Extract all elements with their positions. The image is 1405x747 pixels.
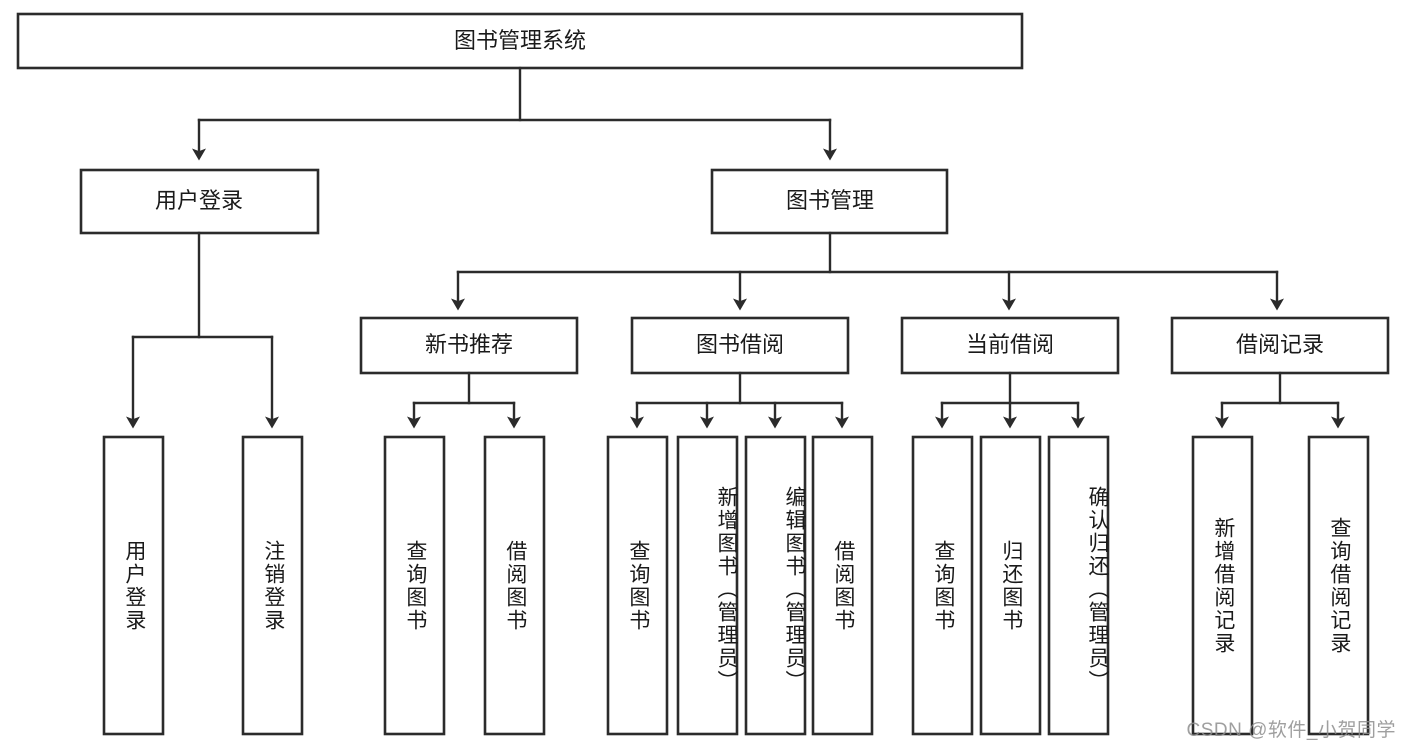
connector-new-book-recommend-to-leaves xyxy=(407,371,521,429)
node-current-borrow[interactable]: 当前借阅 xyxy=(900,316,1120,375)
node-user-login[interactable]: 用户登录 xyxy=(79,168,320,235)
leaf-query-book-1-box[interactable] xyxy=(383,435,446,736)
new-book-recommend-box[interactable] xyxy=(359,316,579,375)
leaf-add-book-box[interactable] xyxy=(676,435,739,736)
borrow-record-label: 借阅记录 xyxy=(1236,332,1324,357)
node-borrow-record[interactable]: 借阅记录 xyxy=(1170,316,1390,375)
root-label: 图书管理系统 xyxy=(454,28,586,53)
leaf-user-login-box[interactable] xyxy=(102,435,165,736)
connector-user-login-to-leaves xyxy=(126,231,279,429)
leaf-edit-book-box[interactable] xyxy=(744,435,807,736)
leaf-confirm-return-box[interactable] xyxy=(1047,435,1110,736)
book-manage-label: 图书管理 xyxy=(786,188,874,213)
connector-borrow-record-to-leaves xyxy=(1215,371,1345,429)
user-login-box[interactable] xyxy=(79,168,320,235)
book-borrow-label: 图书借阅 xyxy=(696,332,784,357)
new-book-recommend-label: 新书推荐 xyxy=(425,332,513,357)
leaf-return-book-box[interactable] xyxy=(979,435,1042,736)
csdn-watermark: CSDN @软件_小贺同学 xyxy=(1186,720,1396,741)
leaf-borrow-book-2-box[interactable] xyxy=(811,435,874,736)
user-login-label: 用户登录 xyxy=(155,188,243,213)
leaf-logout-login-box[interactable] xyxy=(241,435,304,736)
connector-book-borrow-to-leaves xyxy=(630,371,849,429)
current-borrow-box[interactable] xyxy=(900,316,1120,375)
connector-root-to-level2 xyxy=(192,66,837,161)
leaf-query-book-3-box[interactable] xyxy=(911,435,974,736)
leaf-add-record-box[interactable] xyxy=(1191,435,1254,736)
node-root[interactable]: 图书管理系统 xyxy=(16,12,1024,70)
leaf-boxes xyxy=(102,435,1370,736)
connector-book-manage-to-level3 xyxy=(451,231,1284,311)
connector-current-borrow-to-leaves xyxy=(935,371,1085,429)
node-book-manage[interactable]: 图书管理 xyxy=(710,168,949,235)
leaf-query-book-2-box[interactable] xyxy=(606,435,669,736)
node-new-book-recommend[interactable]: 新书推荐 xyxy=(359,316,579,375)
current-borrow-label: 当前借阅 xyxy=(966,332,1054,357)
leaf-borrow-book-1-box[interactable] xyxy=(483,435,546,736)
node-book-borrow[interactable]: 图书借阅 xyxy=(630,316,850,375)
root-box[interactable] xyxy=(16,12,1024,70)
leaf-query-record-box[interactable] xyxy=(1307,435,1370,736)
